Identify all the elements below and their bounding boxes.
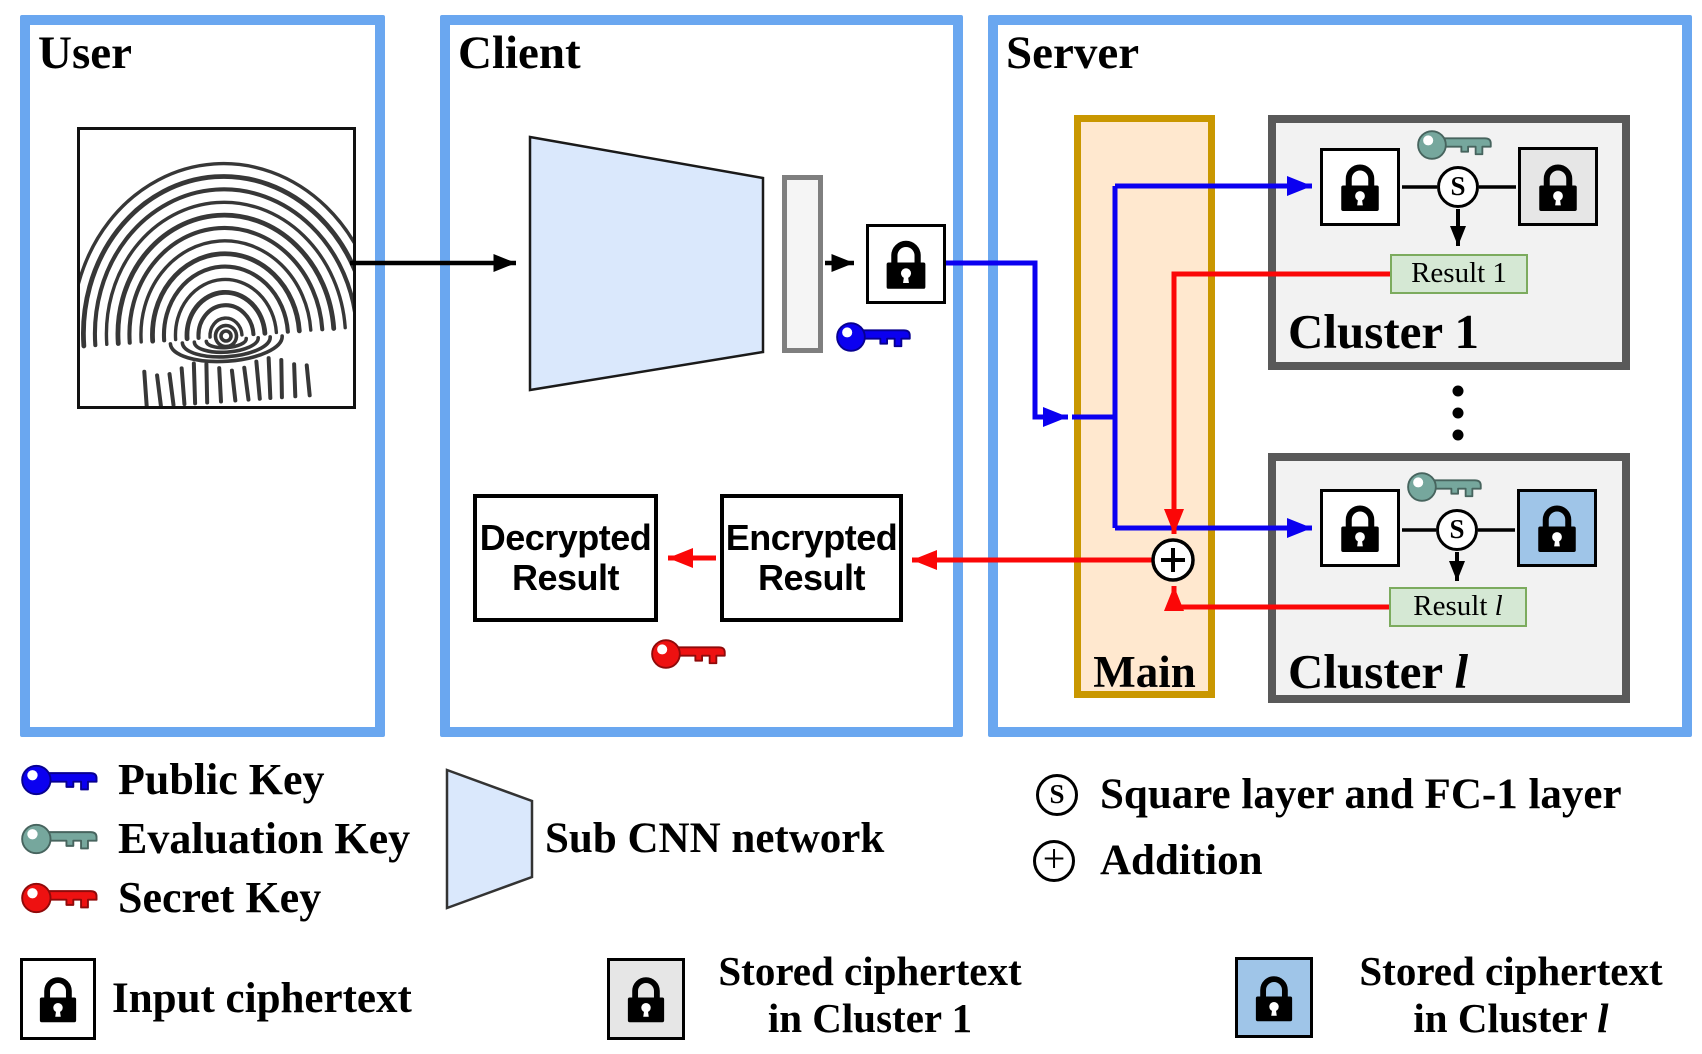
main-label: Main — [1093, 647, 1196, 697]
public-key-icon — [20, 756, 106, 804]
secret-key-label: Secret Key — [118, 873, 322, 922]
lock-icon — [1527, 498, 1587, 558]
square-layer-node: S — [1437, 166, 1479, 208]
user-title: User — [38, 27, 132, 79]
public-key-icon — [835, 314, 919, 360]
sub-cnn-label: Sub CNN network — [545, 815, 885, 862]
clusterl-title-text: Cluster — [1288, 644, 1455, 699]
input-ciphertext-box — [866, 224, 946, 304]
input-ciphertext-label: Input ciphertext — [112, 975, 412, 1022]
evaluation-key-icon — [1416, 122, 1500, 168]
resultl-italic: l — [1494, 590, 1503, 622]
sub-cnn-legend-trapezoid — [445, 768, 534, 910]
decrypted-result-box: Decrypted Result — [473, 494, 658, 622]
client-title: Client — [458, 27, 581, 79]
cluster1-stored-ciphertext-box — [1518, 147, 1598, 226]
cluster1-input-ciphertext-box — [1320, 148, 1400, 226]
lock-icon — [1528, 157, 1588, 217]
clusterl-input-ciphertext-box — [1320, 489, 1400, 567]
storedl-line2: in Cluster l — [1322, 995, 1700, 1042]
evaluation-key-icon — [20, 815, 106, 863]
fc-layer-rect — [782, 175, 823, 353]
square-layer-node: S — [1436, 509, 1478, 551]
client-box — [440, 15, 963, 737]
secret-key-icon — [650, 631, 734, 677]
addition-symbol: + — [1033, 839, 1075, 882]
server-title: Server — [1006, 27, 1140, 79]
secret-key-icon — [20, 874, 106, 922]
public-key-label: Public Key — [118, 755, 325, 804]
evaluation-key-icon — [1406, 464, 1490, 510]
clusterl-stored-ciphertext-box — [1517, 489, 1597, 567]
cluster1-title: Cluster 1 — [1288, 304, 1479, 359]
clusterl-title-italic: l — [1454, 644, 1469, 699]
stored1-line1: Stored ciphertext — [718, 948, 1022, 994]
encrypted-line2: Result — [757, 557, 866, 598]
stored-ciphertextl-label: Stored ciphertext in Cluster l — [1322, 948, 1700, 1042]
square-layer-label: Square layer and FC-1 layer — [1100, 771, 1622, 818]
resultl-label: Result — [1413, 590, 1495, 622]
main-column — [1074, 115, 1215, 698]
stored1-line2: in Cluster 1 — [767, 995, 973, 1041]
stored-ciphertext1-legend-box — [607, 958, 685, 1040]
decrypted-line1: Decrypted — [479, 517, 652, 559]
stored-ciphertext1-label: Stored ciphertext in Cluster 1 — [690, 948, 1050, 1042]
decrypted-line2: Result — [511, 557, 620, 598]
square-layer-symbol: S — [1036, 774, 1078, 816]
lock-icon — [875, 233, 937, 295]
input-ciphertext-legend-box — [20, 958, 96, 1040]
storedl-line2-italic: l — [1597, 995, 1609, 1041]
addition-label: Addition — [1100, 837, 1263, 884]
lock-icon — [29, 970, 87, 1028]
storedl-line2-text: in Cluster — [1413, 995, 1598, 1041]
fingerprint-image — [70, 127, 382, 409]
resultl-box: Result l — [1389, 587, 1527, 627]
encrypted-result-box: Encrypted Result — [720, 494, 903, 622]
lock-icon — [617, 970, 675, 1028]
evaluation-key-label: Evaluation Key — [118, 814, 411, 863]
encrypted-line1: Encrypted — [725, 517, 898, 559]
storedl-line1: Stored ciphertext — [1359, 948, 1663, 994]
clusterl-title: Cluster l — [1288, 643, 1468, 700]
lock-icon — [1330, 157, 1390, 217]
result1-box: Result 1 — [1390, 254, 1528, 294]
lock-icon — [1245, 969, 1303, 1027]
stored-ciphertextl-legend-box — [1235, 957, 1313, 1038]
lock-icon — [1330, 498, 1390, 558]
